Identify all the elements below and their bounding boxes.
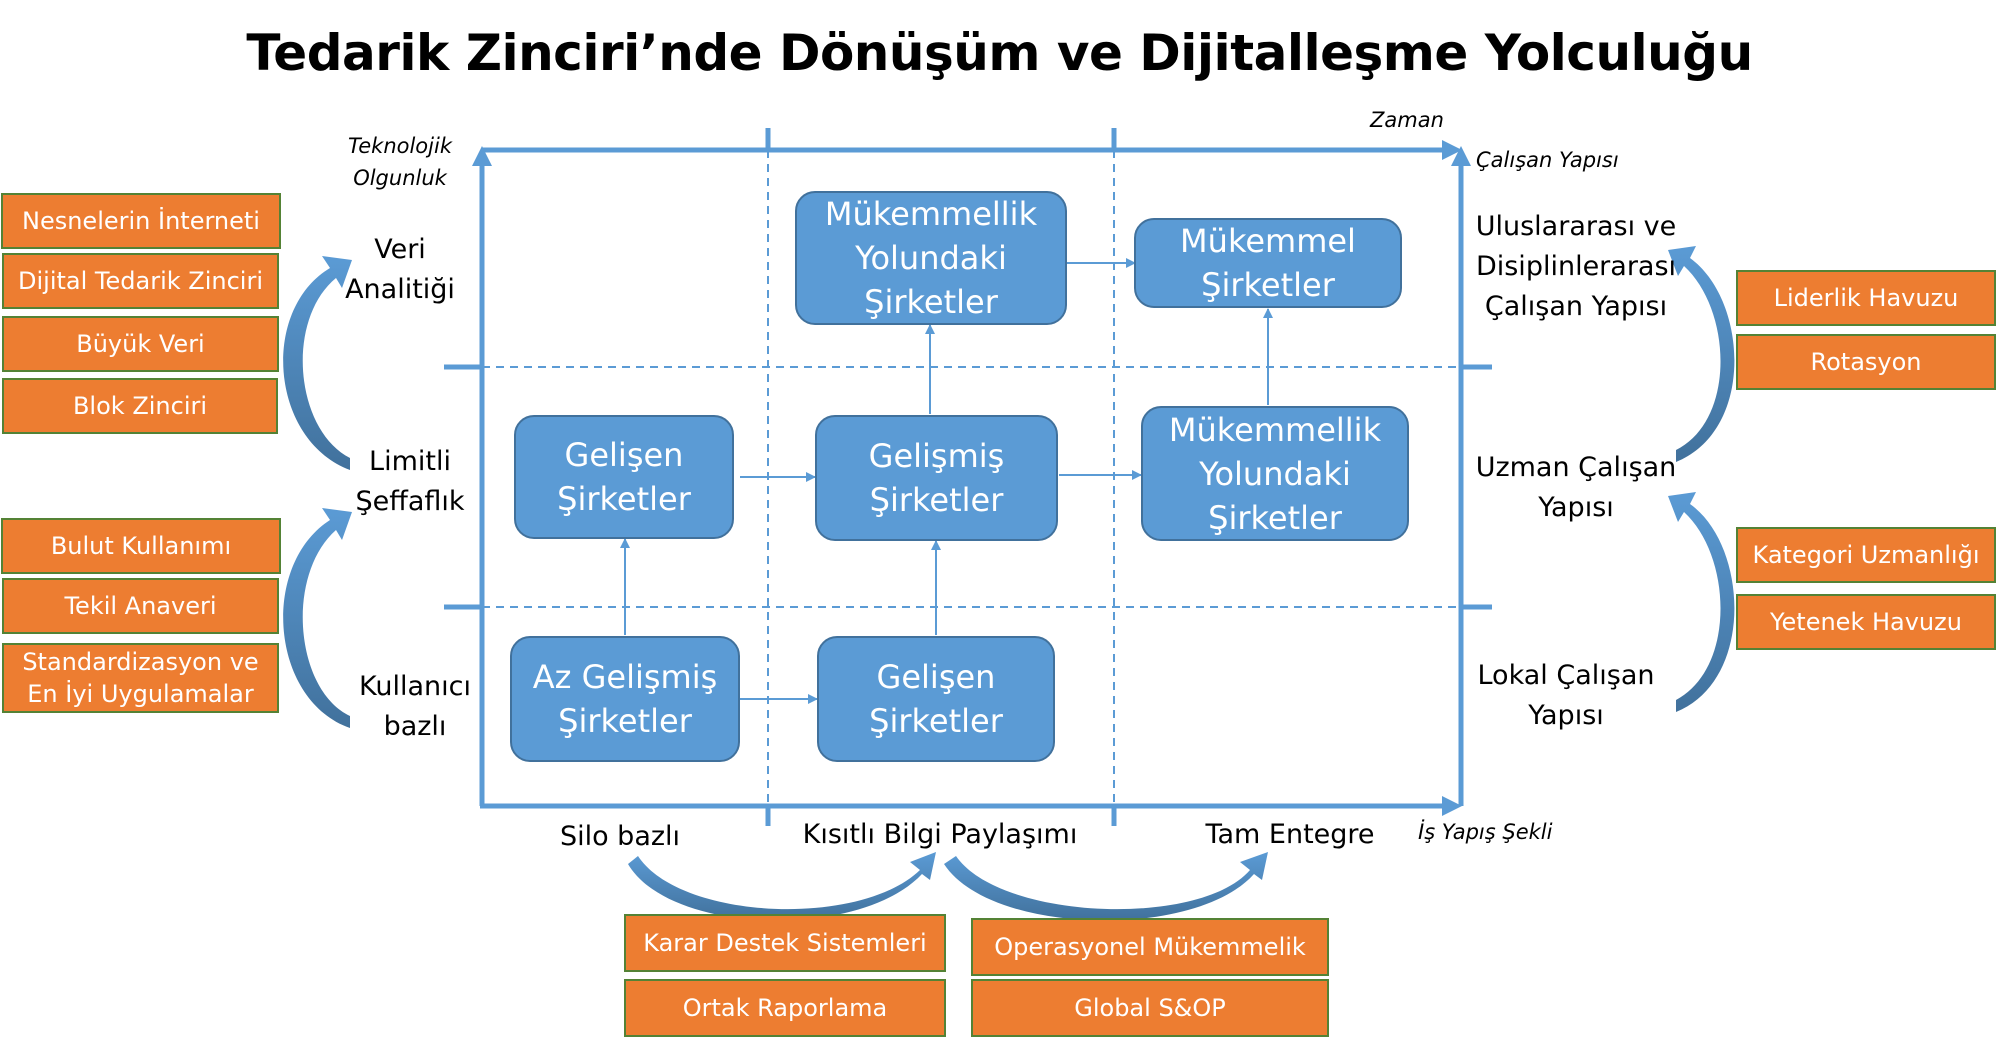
curved-arrow-bottom-right [944,852,1268,921]
level-left-veri-analitigi: Veri Analitiği [330,230,470,310]
enabler-box: Kategori Uzmanlığı [1736,527,1996,583]
enabler-box: Ortak Raporlama [624,979,946,1037]
level-bottom-tam-entegre: Tam Entegre [1205,819,1375,850]
level-right-lokal: Lokal Çalışan Yapısı [1456,656,1676,736]
x-axis-bottom-arrowhead [1442,796,1462,816]
top-axis-title: Zaman [1370,108,1444,132]
box-label: Mükemmellik [1168,410,1382,449]
enabler-box: Tekil Anaveri [2,578,279,634]
top-axis-arrowhead [1442,140,1462,160]
level-label: Uluslararası ve [1475,211,1677,242]
curved-arrow-left-upper [283,256,352,470]
box-label: Mükemmel [1180,222,1356,260]
enabler-label: Standardizasyon ve [22,648,259,676]
box-label: Gelişen [564,436,684,474]
box-label: Şirketler [864,283,998,321]
y-axis-right-title: Çalışan Yapısı [1476,148,1619,172]
level-label: Şeffaflık [355,486,465,517]
enabler-box: Rotasyon [1736,334,1996,390]
level-label: Çalışan Yapısı [1484,291,1668,322]
level-left-kullanici-bazli: Kullanıcı bazlı [345,667,485,747]
level-label: Disiplinlerarası [1475,251,1677,282]
y-axis-left-arrowhead [472,146,492,166]
page-title: Tedarik Zinciri’nde Dönüşüm ve Dijitalle… [246,24,1753,82]
curved-arrow-bottom-left [628,852,936,921]
level-label: bazlı [383,711,447,742]
level-right-uzman: Uzman Çalışan Yapısı [1466,448,1686,528]
box-label: Şirketler [558,702,692,740]
box-label: Yolundaki [855,239,1007,277]
enabler-box: Nesnelerin İnterneti [1,193,281,249]
box-label: Gelişen [876,658,996,696]
curved-arrow-right-upper [1668,246,1735,462]
enabler-box: Bulut Kullanımı [1,518,281,574]
enabler-box: Karar Destek Sistemleri [624,914,946,972]
box-label: Şirketler [1201,266,1335,304]
level-label: Yapısı [1538,492,1614,523]
enabler-label: En İyi Uygulamalar [27,680,254,708]
y-axis-left-title: Teknolojik Olgunluk [330,130,470,194]
box-label: Şirketler [869,702,1003,740]
box-label: Şirketler [557,480,691,518]
curved-arrow-right-lower [1668,492,1735,712]
curved-arrow-left-lower [283,508,352,728]
box-label: Gelişmiş [868,437,1005,475]
box-label: Şirketler [1208,498,1342,537]
level-label: Analitiği [345,274,455,305]
enabler-box: Yetenek Havuzu [1736,594,1996,650]
enabler-box: Büyük Veri [2,316,279,372]
level-bottom-silo: Silo bazlı [559,821,681,852]
level-label: Lokal Çalışan [1477,660,1655,691]
level-right-uluslararasi: Uluslararası ve Disiplinlerarası Çalışan… [1466,207,1686,327]
box-label: Şirketler [869,481,1004,519]
y-axis-right-arrowhead [1451,146,1471,166]
level-label: Uzman Çalışan [1475,452,1677,483]
x-axis-title: İş Yapış Şekli [1418,820,1553,844]
level-label: Yapısı [1528,700,1604,731]
enabler-box-standardizasyon: Standardizasyon ve En İyi Uygulamalar [2,643,279,713]
level-label: Kullanıcı [359,671,471,702]
box-label: Az Gelişmiş [532,658,718,696]
level-label: Veri [374,234,426,265]
level-bottom-kisitli: Kısıtlı Bilgi Paylaşımı [802,819,1078,850]
axis-title-line: Olgunluk [353,166,447,190]
enabler-box: Global S&OP [971,979,1329,1037]
box-label: Mükemmellik [824,195,1038,233]
level-label: Limitli [369,446,451,477]
level-left-limitli-seffaflik: Limitli Şeffaflık [340,442,480,522]
enabler-box: Dijital Tedarik Zinciri [2,253,279,309]
enabler-box: Operasyonel Mükemmelik [971,918,1329,976]
enabler-box: Blok Zinciri [2,378,278,434]
box-label: Yolundaki [1199,454,1351,493]
axis-title-line: Teknolojik [348,134,452,158]
enabler-box: Liderlik Havuzu [1736,270,1996,326]
